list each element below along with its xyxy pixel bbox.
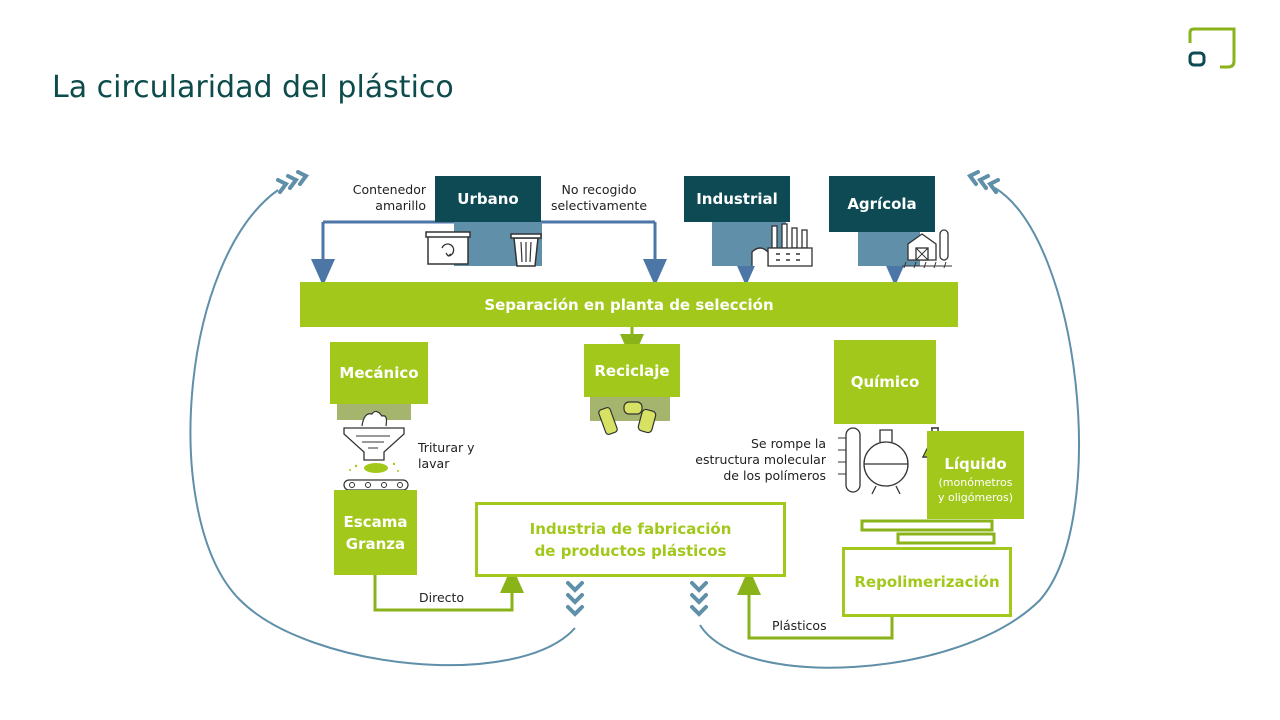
farm-icon [902,229,952,268]
chevrons-left-icon [966,170,1000,194]
right-loop-arc [699,187,1080,669]
industrial-box: Industrial [684,176,790,222]
stack-bar-1 [860,519,994,532]
liquido-sub-label: (monómetros y oligómeros) [937,476,1014,504]
liquido-box: Líquido (monómetros y oligómeros) [927,431,1024,519]
plasticos-path [737,568,894,640]
quimico-box: Químico [834,340,936,424]
industria-box: Industria de fabricación de productos pl… [475,502,786,577]
bottles-icon [598,401,657,436]
liquido-label: Líquido [944,455,1007,473]
recycle-bin-icon [425,231,471,265]
repolimerizacion-box: Repolimerización [842,547,1012,617]
no-recogido-label: No recogido selectivamente [550,182,648,213]
chevrons-down-icon [566,581,584,617]
left-loop-arc [189,189,576,667]
trash-bin-icon [510,233,542,267]
page-title: La circularidad del plástico [52,70,454,105]
industria-line1: Industria de fabricación [529,519,732,538]
shredder-icon [343,410,409,491]
plasticos-label: Plásticos [772,618,827,633]
escama-box: Escama Granza [334,490,417,575]
contenedor-label: Contenedor amarillo [352,182,426,213]
chevrons-right-icon [276,170,310,194]
reciclaje-box: Reciclaje [584,344,680,397]
triturar-label: Triturar y lavar [418,440,475,471]
urbano-box: Urbano [435,176,541,222]
directo-path [373,566,524,612]
se-rompe-label: Se rompe la estructura molecular de los … [695,436,826,483]
logo-icon [1188,27,1236,69]
mecanico-box: Mecánico [330,342,428,404]
stack-bar-2 [896,532,996,545]
separacion-bar: Separación en planta de selección [300,282,958,327]
directo-label: Directo [419,590,465,605]
factory-icon [751,223,813,267]
chevrons-down-icon [690,581,708,617]
reactor-icon [838,427,909,495]
industria-line2: de productos plásticos [534,541,727,560]
agricola-box: Agrícola [829,176,935,232]
